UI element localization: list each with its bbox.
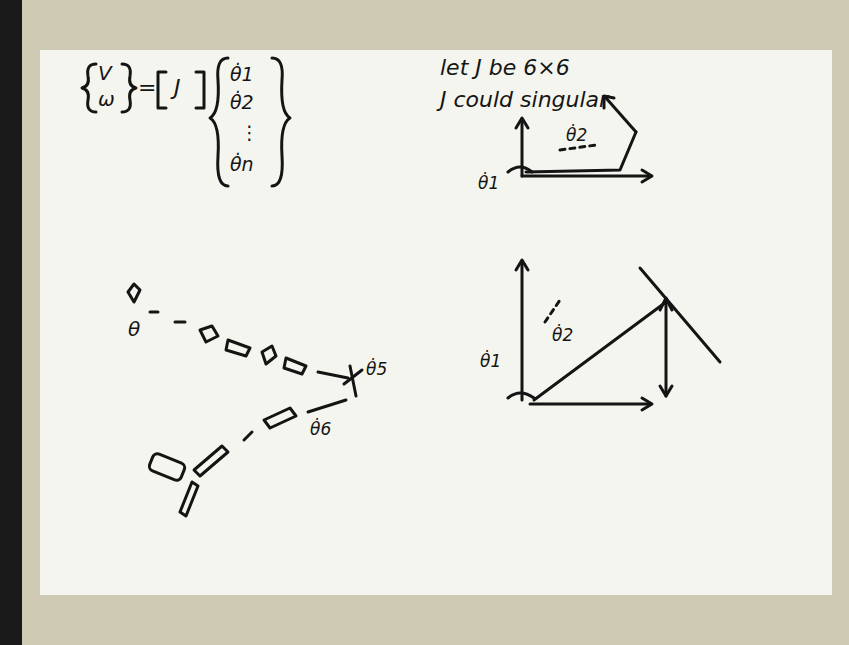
joint-rate-label: θ̇1 (478, 174, 499, 193)
joint-rate-label: θ̇6 (310, 420, 331, 439)
equals-sign: = (138, 76, 156, 100)
vector-entry: ω (98, 88, 115, 110)
joint-label: θ (128, 318, 140, 340)
matrix-symbol: J (174, 76, 181, 100)
vector-entry: θ̇1 (230, 64, 254, 85)
joint-rate-label: θ̇2 (566, 126, 587, 145)
vector-entry: V (98, 62, 112, 84)
joint-rate-label: θ̇5 (366, 360, 387, 379)
vector-entry: ⋮ (240, 122, 259, 143)
vector-entry: θ̇n (230, 154, 254, 175)
joint-rate-label: θ̇2 (552, 326, 573, 345)
note-text: J could singular (440, 88, 608, 112)
note-text: let J be 6×6 (440, 56, 570, 80)
vector-entry: θ̇2 (230, 92, 254, 113)
joint-rate-label: θ̇1 (480, 352, 501, 371)
